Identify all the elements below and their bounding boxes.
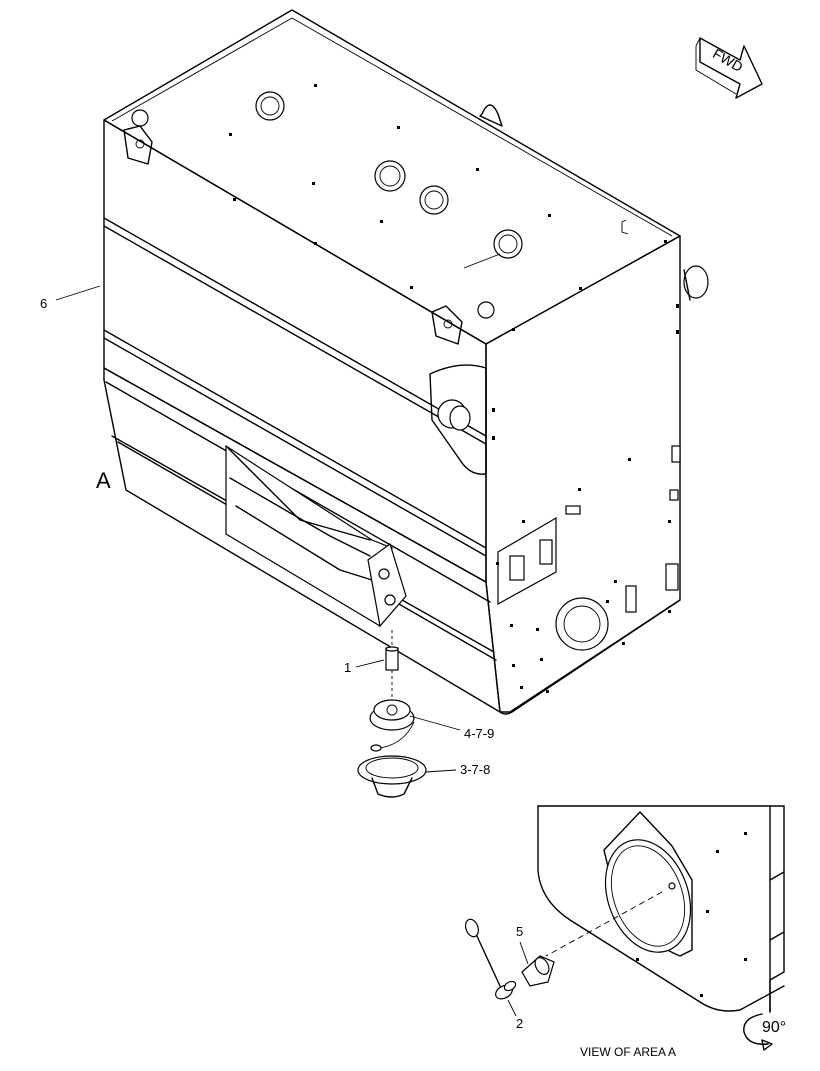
flange-part xyxy=(357,755,427,798)
callout-1: 1 xyxy=(344,660,351,675)
rotation-90-label: 90° xyxy=(762,1019,786,1036)
area-a-marker: A xyxy=(96,468,111,493)
callout-2: 2 xyxy=(516,1016,523,1031)
callout-4-7-9: 4-7-9 xyxy=(464,726,494,741)
fitting-part xyxy=(521,955,555,987)
top-cover-plates xyxy=(123,91,629,345)
rotation-symbol: 90° xyxy=(743,1013,786,1051)
valve-part xyxy=(369,699,415,752)
callout-6: 6 xyxy=(40,296,47,311)
plug-with-tag-part xyxy=(464,918,517,1000)
leader-lines xyxy=(55,285,529,1017)
callout-5: 5 xyxy=(516,924,523,939)
right-face-bolts xyxy=(492,304,679,693)
view-caption: VIEW OF AREA A xyxy=(580,1045,676,1059)
detail-view-area-a xyxy=(464,805,785,1013)
drain-assembly xyxy=(357,630,427,798)
fuel-tank-body xyxy=(103,9,681,715)
right-face-fittings xyxy=(429,265,709,651)
top-bolts xyxy=(229,84,667,331)
forward-direction-arrow: FWD xyxy=(695,37,763,99)
support-bracket xyxy=(225,444,407,628)
callout-3-7-8: 3-7-8 xyxy=(460,762,490,777)
